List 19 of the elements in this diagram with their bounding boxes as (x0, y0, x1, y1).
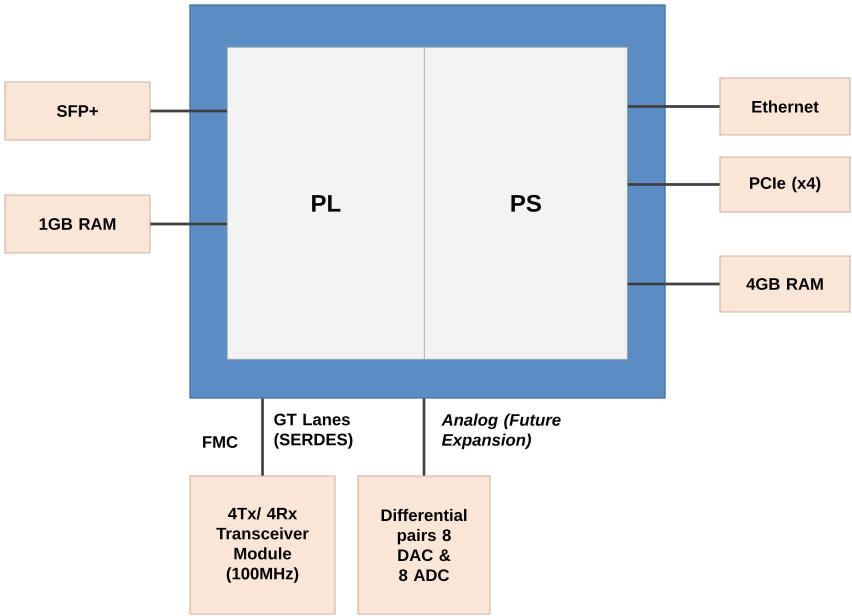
edge-label: Analog (Future Expansion) (441, 414, 561, 450)
component-box: 1GB RAM (4, 194, 150, 254)
component-box: Differential pairs 8 DAC & 8 ADC (358, 476, 490, 614)
component-box: SFP+ (4, 82, 150, 140)
connector-line (150, 110, 227, 112)
component-box: PCIe (x4) (720, 156, 850, 212)
component-box: 4GB RAM (720, 256, 850, 312)
connector-line (261, 398, 264, 476)
connector-label: FMC (203, 436, 238, 448)
connector-line (422, 398, 426, 476)
connector-line (150, 222, 227, 226)
edge-label: GT Lanes (SERDES) (274, 414, 352, 449)
component-box: Ethernet (720, 78, 850, 136)
connector-line (628, 183, 720, 186)
logic-block: PS (424, 46, 628, 360)
component-box: 4Tx/ 4Rx Transceiver Module (100MHz) (190, 476, 336, 614)
logic-block: PL (226, 46, 425, 360)
connector-line (628, 282, 720, 286)
connector-line (628, 105, 720, 108)
